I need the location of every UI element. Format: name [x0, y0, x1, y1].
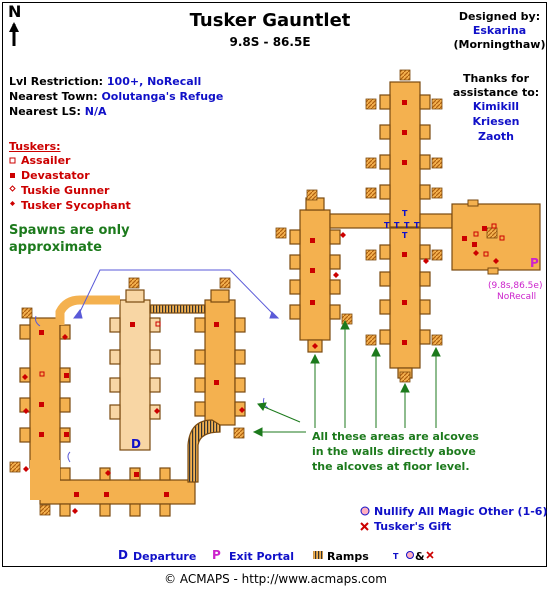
designer-name: Eskarina	[472, 24, 527, 37]
thanks-name: Kriesen	[472, 115, 520, 128]
departure-marker: D	[131, 437, 141, 451]
alcove-pointer-arrows	[252, 319, 441, 437]
alcove-note-3: the alcoves at floor level.	[312, 460, 470, 473]
portal-corridor	[419, 213, 453, 229]
tuskers-heading: Tuskers:	[9, 140, 61, 153]
legend-ramps-label: Ramps	[327, 550, 369, 563]
tusker-gunner: Tuskie Gunner	[21, 184, 110, 197]
map-coords: 9.8S - 86.5E	[229, 35, 311, 49]
svg-text:T: T	[414, 221, 420, 230]
tusker-sycophant: Tusker Sycophant	[21, 199, 131, 212]
upper-corridor	[55, 295, 206, 325]
svg-text:T: T	[394, 221, 400, 230]
spawns-note-2: approximate	[9, 240, 102, 255]
exit-portal-coords: (9.8s,86.5e)	[488, 281, 543, 291]
svg-text:T: T	[384, 221, 390, 230]
middle-column-area	[187, 289, 246, 483]
tusker-devastator: Devastator	[21, 169, 90, 182]
nearest-town: Nearest Town: Oolutanga's Refuge	[9, 90, 224, 103]
spawns-note-1: Spawns are only	[9, 223, 130, 238]
assailer-icon	[9, 157, 16, 164]
svg-text:T: T	[402, 209, 408, 218]
footer-credit: © ACMAPS - http://www.acmaps.com	[164, 572, 387, 586]
legend-t-amp: &	[415, 550, 425, 563]
thanks-line-2: assistance to:	[452, 86, 540, 99]
tusker-assailer: Assailer	[21, 154, 71, 167]
svg-text:T: T	[404, 221, 410, 230]
legend-exit-letter: P	[212, 548, 221, 562]
lvl-restriction: Lvl Restriction: 100+, NoRecall	[9, 75, 202, 88]
departure-wing-area	[109, 289, 161, 451]
designed-by-label: Designed by:	[458, 10, 541, 23]
stair-markers	[9, 69, 498, 516]
right-west-tower	[289, 197, 391, 353]
gift-label: Tusker's Gift	[374, 520, 452, 533]
exit-portal-letter: P	[530, 256, 539, 270]
spawn-markers	[22, 100, 505, 514]
left-wing-area	[19, 317, 196, 517]
connection-arrows	[35, 269, 280, 463]
alcove-note-2: in the walls directly above	[312, 445, 476, 458]
thanks-name: Kimikill	[472, 100, 520, 113]
devastator-icon	[10, 173, 15, 178]
legend-t-letter: T	[393, 552, 399, 561]
t-legend-gift-icon	[426, 551, 434, 559]
legend-departure-label: Departure	[133, 550, 197, 563]
t-legend-nullify-icon	[406, 551, 414, 559]
designer-server: (Morningthaw)	[453, 38, 546, 51]
thanks-name: Zaoth	[477, 130, 515, 143]
legend-departure-letter: D	[118, 548, 128, 562]
nullify-magic-icon	[360, 506, 370, 516]
nullify-label: Nullify All Magic Other (1-6)	[374, 505, 548, 518]
ramp-legend-icon	[313, 551, 323, 559]
tuskie-gunner-icon	[9, 185, 16, 192]
map-title: Tusker Gauntlet	[189, 10, 351, 31]
nearest-ls: Nearest LS: N/A	[9, 105, 107, 118]
exit-portal-note: NoRecall	[497, 292, 537, 302]
alcove-note-1: All these areas are alcoves	[312, 430, 479, 443]
legend-exit-label: Exit Portal	[229, 550, 294, 563]
north-tower	[379, 81, 431, 228]
thanks-line-1: Thanks for	[462, 72, 530, 85]
svg-text:T: T	[402, 231, 408, 240]
tusker-sycophant-icon	[10, 201, 15, 206]
compass-icon	[9, 22, 19, 46]
gift-icon	[360, 522, 369, 531]
compass-label: N	[8, 2, 22, 21]
tusker-symbols	[9, 157, 16, 206]
